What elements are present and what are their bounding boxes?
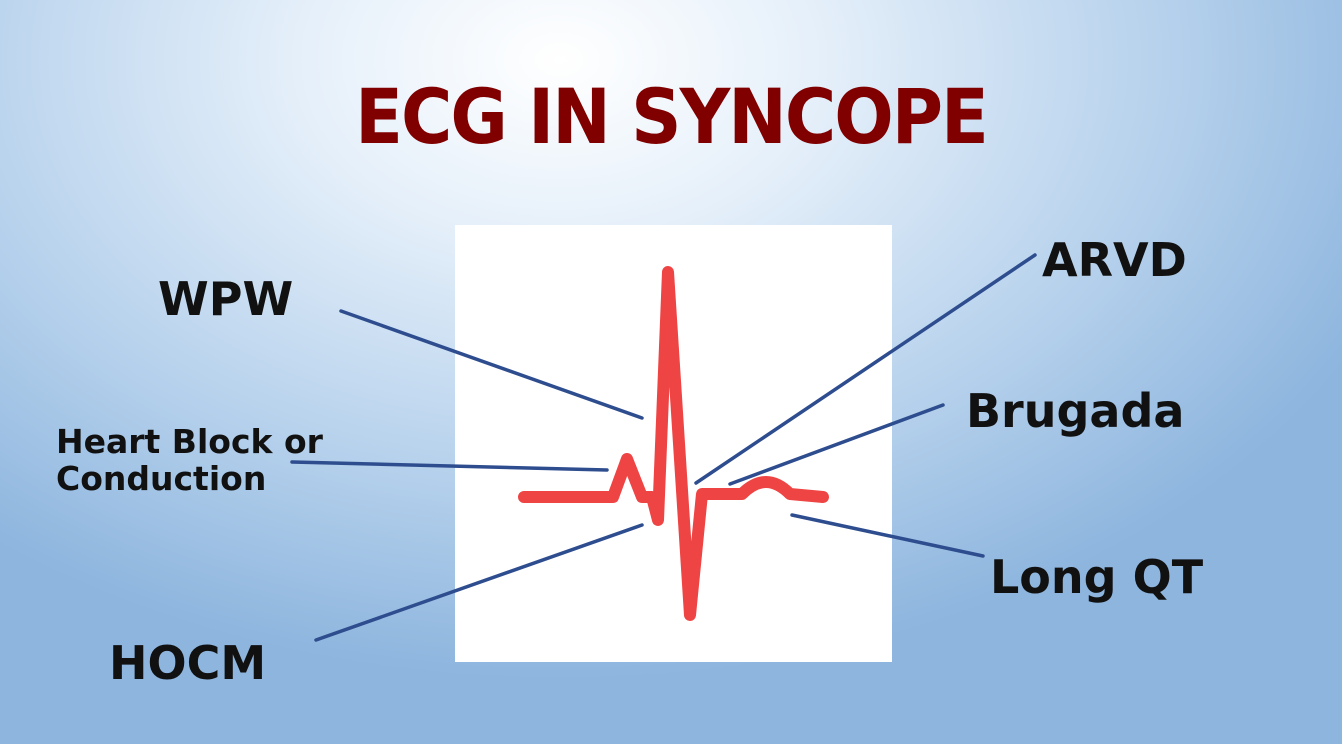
ecg-waveform-icon bbox=[518, 266, 829, 621]
label-heart-block-line-1: Heart Block or bbox=[56, 422, 323, 461]
pointer-line-long-qt bbox=[790, 513, 985, 558]
pointer-line-hocm bbox=[314, 523, 644, 642]
pointer-line-brugada bbox=[728, 403, 945, 486]
label-brugada: Brugada bbox=[966, 384, 1185, 438]
slide-title: ECG IN SYNCOPE bbox=[355, 72, 989, 162]
label-wpw: WPW bbox=[158, 272, 294, 326]
label-heart-block-or-conduction: Heart Block or Conduction bbox=[56, 422, 323, 498]
label-heart-block-line-2: Conduction bbox=[56, 458, 267, 498]
label-long-qt: Long QT bbox=[990, 550, 1204, 604]
label-arvd: ARVD bbox=[1042, 233, 1187, 287]
pointer-line-arvd bbox=[694, 253, 1037, 485]
pointer-line-wpw bbox=[339, 309, 644, 420]
label-hocm: HOCM bbox=[109, 636, 267, 690]
pointer-line-heart-block bbox=[290, 460, 609, 472]
